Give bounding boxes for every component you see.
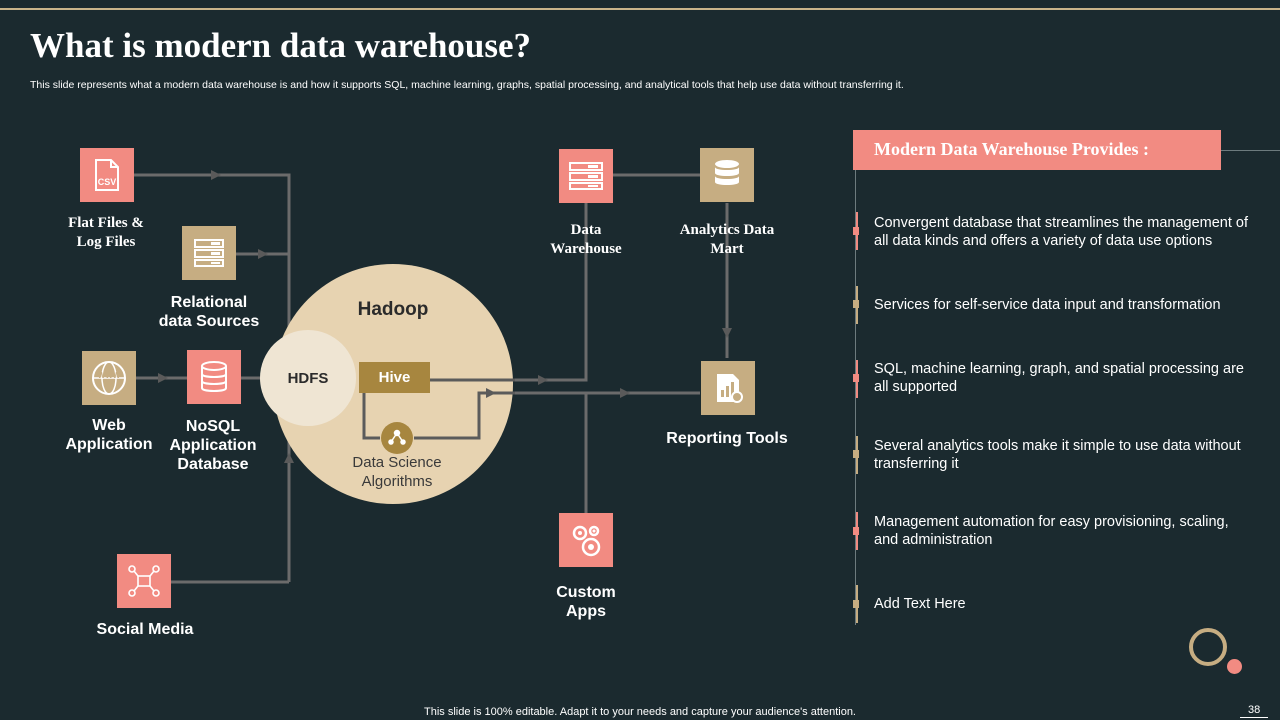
csv-file-icon: CSV [80, 148, 134, 202]
feature-item: Services for self-service data input and… [874, 297, 1221, 313]
social-network-icon [117, 554, 171, 608]
decorative-ring [1189, 628, 1227, 666]
relational-label: Relational data Sources [158, 294, 260, 330]
page-subtitle: This slide represents what a modern data… [30, 79, 904, 91]
analytics-mart-label: Analytics Data Mart [679, 222, 775, 257]
hdfs-circle [260, 330, 356, 426]
feature-item: Convergent database that streamlines the… [874, 215, 1249, 249]
web-app-label: Web Application [65, 417, 153, 453]
data-warehouse-label: Data Warehouse [550, 222, 622, 257]
gears-icon [559, 513, 613, 567]
hive-box [359, 362, 430, 393]
nosql-label: NoSQL Application Database [169, 418, 257, 473]
hadoop-label: Hadoop [357, 299, 429, 320]
connector-left-bus [134, 173, 291, 582]
social-media-label: Social Media [96, 621, 194, 638]
data-science-label: Data Science Algorithms [352, 454, 442, 490]
bullet-marker [853, 527, 859, 535]
bullet-marker [853, 374, 859, 382]
panel-divider [1221, 150, 1280, 151]
top-rule [0, 8, 1280, 10]
hive-label: Hive [378, 369, 411, 386]
globe-icon: WWW [82, 351, 136, 405]
page-title: What is modern data warehouse? [30, 26, 532, 65]
bullet-marker [853, 227, 859, 235]
report-icon [701, 361, 755, 415]
csv-icon-text: CSV [97, 177, 117, 187]
panel-header: Modern Data Warehouse Provides : [853, 130, 1221, 170]
data-science-icon [381, 422, 413, 454]
bullet-marker [853, 600, 859, 608]
bullet-marker [853, 300, 859, 308]
feature-item: Several analytics tools make it simple t… [874, 438, 1241, 472]
reporting-label: Reporting Tools [666, 430, 788, 447]
feature-item: SQL, machine learning, graph, and spatia… [874, 361, 1244, 395]
footer-note: This slide is 100% editable. Adapt it to… [424, 706, 856, 718]
hdfs-label: HDFS [287, 370, 329, 387]
server-rack-icon [182, 226, 236, 280]
analytics-db-icon [700, 148, 754, 202]
decorative-dot [1227, 659, 1242, 674]
custom-apps-label: Custom Apps [556, 584, 616, 620]
page-number-underline [1240, 717, 1268, 718]
www-icon-text: WWW [97, 371, 121, 380]
panel-timeline-line [855, 170, 856, 625]
page-number: 38 [1248, 704, 1261, 716]
data-warehouse-icon [559, 149, 613, 203]
database-icon [187, 350, 241, 404]
feature-item: Add Text Here [874, 596, 966, 612]
flat-files-label: Flat Files & Log Files [68, 215, 144, 250]
feature-item: Management automation for easy provision… [874, 514, 1229, 548]
bullet-marker [853, 450, 859, 458]
